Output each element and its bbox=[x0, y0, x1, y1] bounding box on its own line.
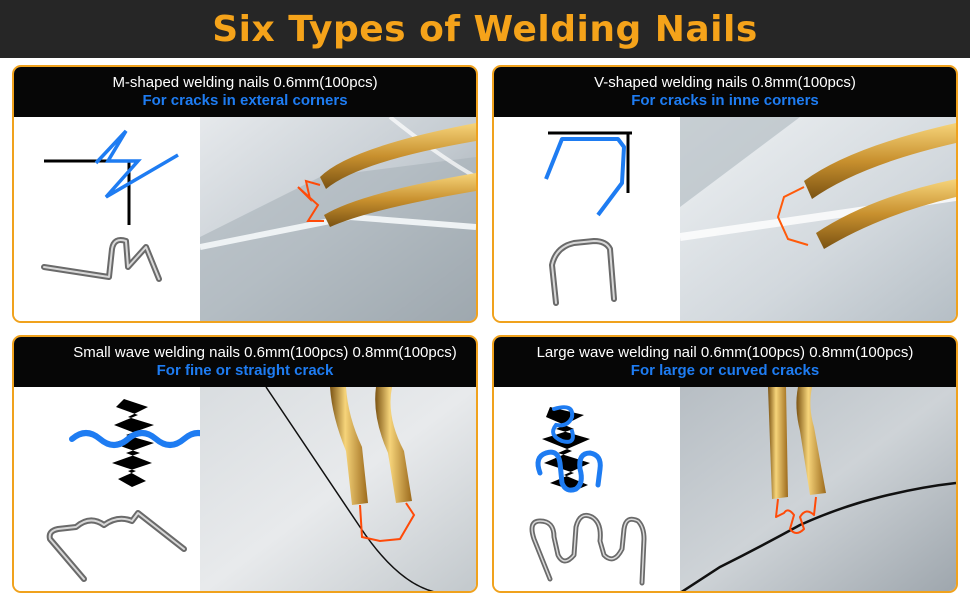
panel-large-wave: Large wave welding nail 0.6mm(100pcs) 0.… bbox=[492, 335, 958, 593]
panel-header: Small wave welding nails 0.6mm(100pcs) 0… bbox=[14, 337, 476, 387]
panel-header: V-shaped welding nails 0.8mm(100pcs) For… bbox=[494, 67, 956, 117]
panel-v-shaped: V-shaped welding nails 0.8mm(100pcs) For… bbox=[492, 65, 958, 323]
nail-use-label: For fine or straight crack bbox=[156, 362, 334, 379]
nail-diagram-area bbox=[14, 387, 200, 591]
application-photo bbox=[200, 117, 476, 321]
welding-tips bbox=[320, 123, 476, 227]
title-banner: Six Types of Welding Nails bbox=[0, 0, 970, 58]
nail-use-label: For cracks in inne corners bbox=[631, 92, 819, 109]
crack-diagram bbox=[69, 399, 200, 487]
nail-diagram-area bbox=[14, 117, 200, 321]
nail-type-label: Large wave welding nail 0.6mm(100pcs) 0.… bbox=[536, 344, 914, 361]
application-photo bbox=[680, 387, 956, 591]
corner-diagram bbox=[44, 129, 179, 225]
nail-use-label: For large or curved cracks bbox=[630, 362, 820, 379]
nail-diagram-area bbox=[494, 117, 680, 321]
welding-tips bbox=[804, 123, 956, 249]
application-photo bbox=[200, 387, 476, 591]
nail-diagram-area bbox=[494, 387, 680, 591]
panel-m-shaped: M-shaped welding nails 0.6mm(100pcs) For… bbox=[12, 65, 478, 323]
small-wave-nail-photo bbox=[46, 510, 187, 582]
nail-use-label: For cracks in exteral corners bbox=[142, 92, 348, 109]
crack-diagram bbox=[535, 405, 603, 493]
panel-header: M-shaped welding nails 0.6mm(100pcs) For… bbox=[14, 67, 476, 117]
m-nail-photo bbox=[41, 237, 162, 282]
welding-tips bbox=[768, 387, 826, 499]
nail-type-label: Small wave welding nails 0.6mm(100pcs) 0… bbox=[73, 344, 457, 361]
panel-small-wave: Small wave welding nails 0.6mm(100pcs) 0… bbox=[12, 335, 478, 593]
welding-tips bbox=[330, 387, 412, 505]
nail-type-label: V-shaped welding nails 0.8mm(100pcs) bbox=[594, 74, 856, 91]
page-title: Six Types of Welding Nails bbox=[212, 8, 758, 50]
panel-header: Large wave welding nail 0.6mm(100pcs) 0.… bbox=[494, 337, 956, 387]
v-nail-photo bbox=[549, 238, 617, 306]
large-wave-nail-photo bbox=[529, 512, 647, 586]
corner-diagram bbox=[544, 131, 632, 217]
application-photo bbox=[680, 117, 956, 321]
nail-type-label: M-shaped welding nails 0.6mm(100pcs) bbox=[112, 74, 378, 91]
